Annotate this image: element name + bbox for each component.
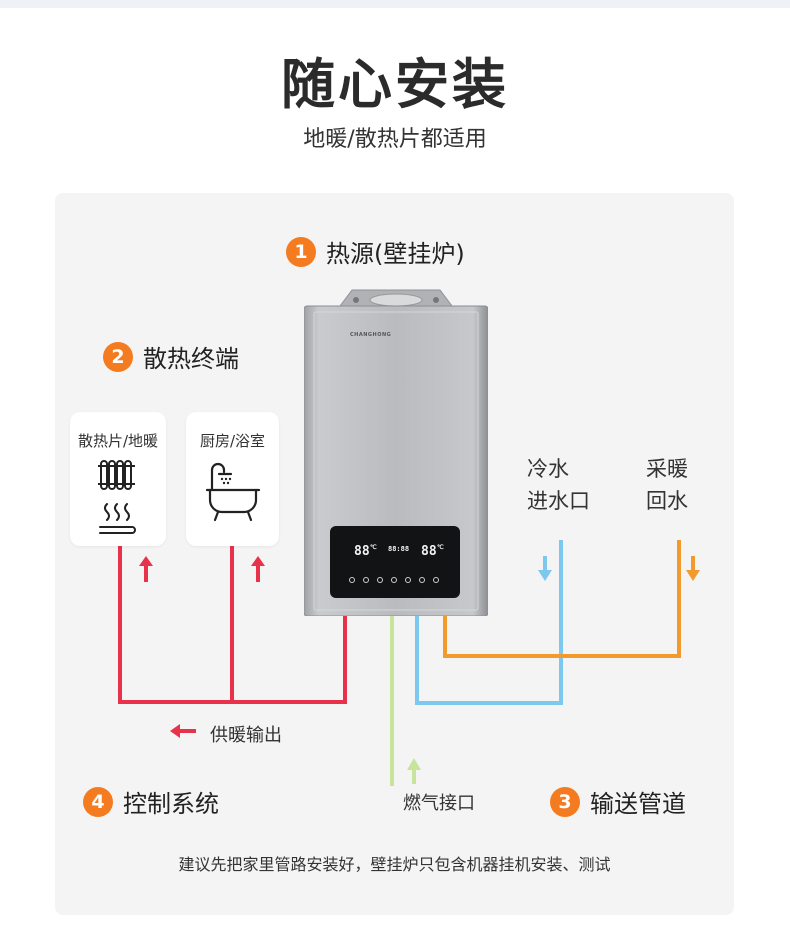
bathtub-icon — [205, 462, 261, 522]
heating-return-line1: 采暖 — [646, 457, 688, 481]
step-number-badge: 4 — [83, 786, 113, 817]
step-heat-source: 1 热源(壁挂炉) — [286, 234, 465, 269]
step-label: 控制系统 — [123, 790, 219, 818]
heating-return-label: 采暖 回水 — [646, 453, 688, 517]
page-title: 随心安装 — [281, 53, 509, 116]
card-label: 散热片/地暖 — [77, 432, 159, 450]
lcd-clock: 88:88 — [388, 545, 410, 553]
supply-up-arrows — [139, 556, 265, 582]
lcd-right-unit: ℃ — [437, 544, 444, 551]
install-footnote: 建议先把家里管路安装好，壁挂炉只包含机器挂机安装、测试 — [178, 855, 611, 874]
heating-return-pipe — [443, 540, 681, 658]
step-label: 热源(壁挂炉) — [326, 240, 465, 268]
heater-brand-logo: CHANGHONG — [350, 332, 392, 338]
return-down-arrow — [686, 556, 700, 581]
top-strip — [0, 0, 790, 8]
cold-down-arrow — [538, 556, 552, 581]
card-radiator: 散热片/地暖 — [70, 412, 166, 546]
step-number-badge: 2 — [103, 341, 133, 372]
card-bath: 厨房/浴室 — [186, 412, 279, 546]
cold-water-pipe — [415, 540, 563, 705]
step-number-badge: 3 — [550, 786, 580, 817]
floor-heating-icon — [99, 503, 136, 534]
lcd-left-unit: ℃ — [370, 544, 377, 551]
cold-inlet-line1: 冷水 — [527, 457, 569, 481]
step-label: 输送管道 — [590, 790, 686, 818]
supply-left-arrow — [170, 724, 196, 738]
step-control: 4 控制系统 — [83, 784, 219, 819]
lcd-touch-buttons — [349, 577, 439, 583]
heating-return-line2: 回水 — [646, 489, 688, 513]
supply-pipe — [118, 545, 347, 704]
radiator-icon — [98, 460, 135, 490]
supply-output-label: 供暖输出 — [210, 725, 282, 746]
lcd-left-temp: 88 — [354, 544, 370, 559]
step-label: 散热终端 — [143, 345, 239, 373]
cold-inlet-line2: 进水口 — [527, 489, 590, 513]
step-terminal: 2 散热终端 — [103, 339, 239, 374]
wall-boiler-illustration — [304, 289, 488, 616]
gas-inlet-label: 燃气接口 — [403, 793, 475, 814]
step-delivery: 3 输送管道 — [550, 784, 686, 819]
lcd-right-temp: 88 — [421, 544, 437, 559]
cold-inlet-label: 冷水 进水口 — [527, 453, 590, 517]
card-label: 厨房/浴室 — [199, 432, 266, 450]
step-number-badge: 1 — [286, 236, 316, 267]
page-subtitle: 地暖/散热片都适用 — [303, 127, 487, 152]
gas-up-arrow — [407, 758, 421, 784]
